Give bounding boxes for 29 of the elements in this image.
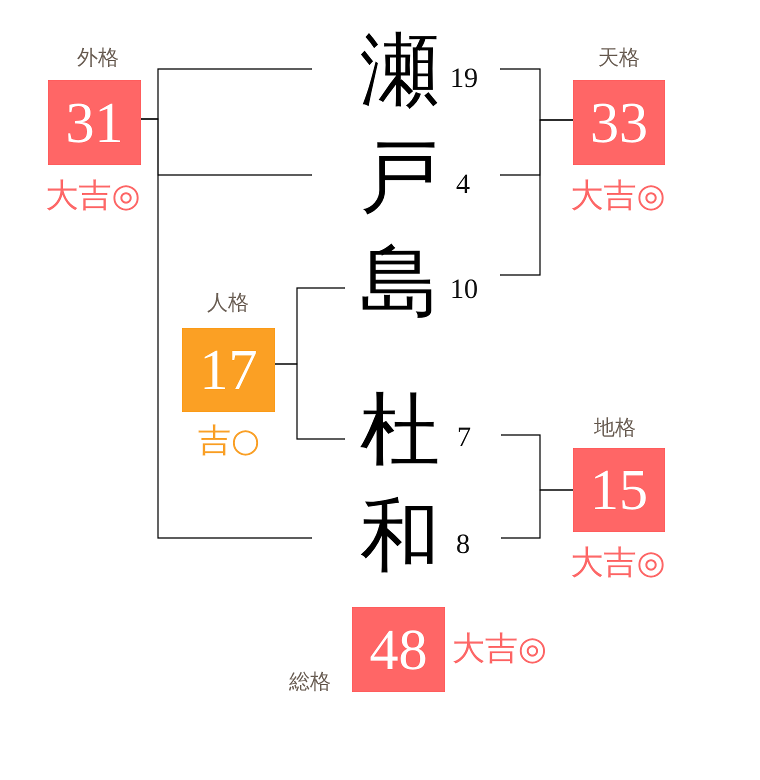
fortune-label: 大吉◎ (570, 178, 666, 212)
category-label: 地格 (594, 418, 636, 438)
stroke-count: 19 (450, 65, 478, 93)
score-box: 17 (182, 328, 275, 412)
bracket-line (500, 119, 573, 276)
category-label: 総格 (289, 672, 331, 692)
score-box: 15 (573, 448, 665, 532)
fortune-label: 大吉◎ (46, 178, 140, 212)
bracket-line (141, 118, 312, 539)
bracket-line (501, 489, 573, 539)
score-box: 48 (352, 607, 445, 692)
fortune-label: 大吉◎ (452, 632, 547, 664)
category-label: 人格 (207, 292, 249, 314)
stroke-count: 4 (456, 171, 470, 199)
fortune-label: 吉○ (198, 424, 260, 456)
stroke-count: 8 (456, 531, 470, 559)
name-character: 瀬 (360, 30, 440, 110)
name-character: 和 (360, 496, 440, 576)
stroke-count: 7 (457, 424, 471, 452)
category-label: 天格 (598, 48, 640, 68)
name-character: 島 (360, 242, 440, 322)
score-box: 33 (573, 80, 665, 165)
fortune-label: 大吉◎ (570, 546, 666, 578)
bracket-line (275, 363, 345, 440)
name-character: 戸 (360, 137, 440, 217)
name-character: 杜 (360, 390, 440, 470)
stroke-count: 10 (450, 276, 478, 304)
score-box: 31 (48, 80, 141, 165)
category-label: 外格 (77, 48, 119, 68)
